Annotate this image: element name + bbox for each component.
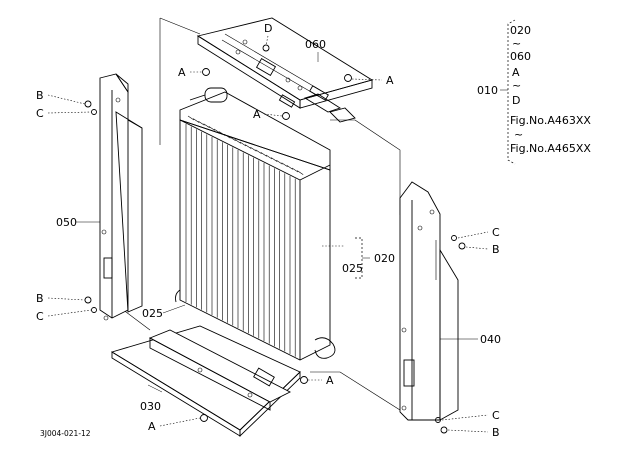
label-a-bottom: A xyxy=(148,420,156,433)
bottom-plate-030 xyxy=(110,325,301,438)
core-tank-rib xyxy=(187,115,195,121)
bolt-b-left-top xyxy=(84,100,92,108)
core-tank-rib xyxy=(265,154,273,160)
core-tank-rib xyxy=(239,141,247,147)
core-tank-rib xyxy=(255,149,262,155)
washer-c-right-bot xyxy=(435,417,441,423)
drawing-code: 3J004-021-12 xyxy=(40,429,91,438)
core-tank-rib xyxy=(208,126,215,131)
label-050: 050 xyxy=(56,216,77,229)
bolt-a-mid xyxy=(282,112,290,120)
range-to-letter: D xyxy=(512,94,520,107)
core-tank-rib xyxy=(297,170,304,175)
label-c-left-bot: C xyxy=(36,310,44,323)
range-tilde-2: ~ xyxy=(512,79,521,92)
bolt-b-left-bot xyxy=(84,296,92,304)
core-tank-rib xyxy=(271,157,278,162)
bolt-a-top-left xyxy=(202,68,210,76)
label-d: D xyxy=(264,22,272,35)
core-tank-rib xyxy=(203,123,210,129)
core-tank-rib xyxy=(260,152,267,157)
fasteners xyxy=(84,44,466,434)
core-tank-rib xyxy=(224,133,231,139)
range-fig-to: Fig.No.A465XX xyxy=(510,142,591,155)
label-060: 060 xyxy=(305,38,326,51)
washer-c-left-top xyxy=(91,109,97,115)
bolt-a-bottom-right xyxy=(300,376,308,384)
core-tank-rib xyxy=(281,162,288,168)
core-fins xyxy=(185,115,304,357)
core-tank-rib xyxy=(193,118,200,123)
range-note-bracket xyxy=(507,19,516,165)
label-a-mid: A xyxy=(253,108,261,121)
label-a-top-right: A xyxy=(386,74,394,87)
label-020: 020 xyxy=(374,252,395,265)
label-b-right-bot: B xyxy=(492,426,500,439)
label-c-right-top: C xyxy=(492,226,500,239)
core-tank-rib xyxy=(219,131,226,136)
bolt-a-top-right xyxy=(344,74,352,82)
part-labels: B C B C 050 A D 060 A A 025 020 025 C B … xyxy=(36,22,501,439)
left-plate-050 xyxy=(99,73,143,321)
washer-c-right-top xyxy=(451,235,457,241)
label-c-left-top: C xyxy=(36,107,44,120)
range-to-part: 060 xyxy=(510,50,531,63)
range-from-part: 020 xyxy=(510,24,531,37)
bolt-b-right-bot xyxy=(440,426,448,434)
range-tilde-3: ~ xyxy=(514,128,523,141)
leader-lines xyxy=(47,35,508,433)
right-plate-040 xyxy=(399,181,459,421)
bolt-b-right-top xyxy=(458,242,466,250)
label-b-right-top: B xyxy=(492,243,500,256)
label-b-left-top: B xyxy=(36,89,44,102)
label-025-right: 025 xyxy=(342,262,363,275)
radiator-core-025 xyxy=(175,87,336,361)
core-tank-rib xyxy=(276,159,283,165)
label-a-bottom-right: A xyxy=(326,374,334,387)
core-tank-rib xyxy=(213,128,221,134)
top-bracket-060 xyxy=(196,17,374,123)
washer-c-left-bot xyxy=(91,307,97,313)
core-tank-rib xyxy=(229,136,236,142)
core-tank-rib xyxy=(198,120,205,126)
label-b-left-bot: B xyxy=(36,292,44,305)
core-tank-rib xyxy=(291,167,299,173)
core-tank-rib xyxy=(245,144,252,149)
core-tank-rib xyxy=(234,139,241,144)
bracket-020 xyxy=(355,237,370,279)
label-040: 040 xyxy=(480,333,501,346)
nut-d xyxy=(262,44,270,52)
label-a-top-left: A xyxy=(178,66,186,79)
core-tank-rib xyxy=(250,146,257,152)
core-tank-rib xyxy=(286,165,293,170)
label-010: 010 xyxy=(477,84,498,97)
label-c-right-bot: C xyxy=(492,409,500,422)
label-030: 030 xyxy=(140,400,161,413)
range-note: 020 ~ 060 A ~ D Fig.No.A463XX ~ Fig.No.A… xyxy=(510,24,591,155)
range-fig-from: Fig.No.A463XX xyxy=(510,114,591,127)
range-from-letter: A xyxy=(512,66,520,79)
bolt-a-bottom xyxy=(200,414,208,422)
label-025-left: 025 xyxy=(142,307,163,320)
range-tilde-1: ~ xyxy=(512,37,521,50)
